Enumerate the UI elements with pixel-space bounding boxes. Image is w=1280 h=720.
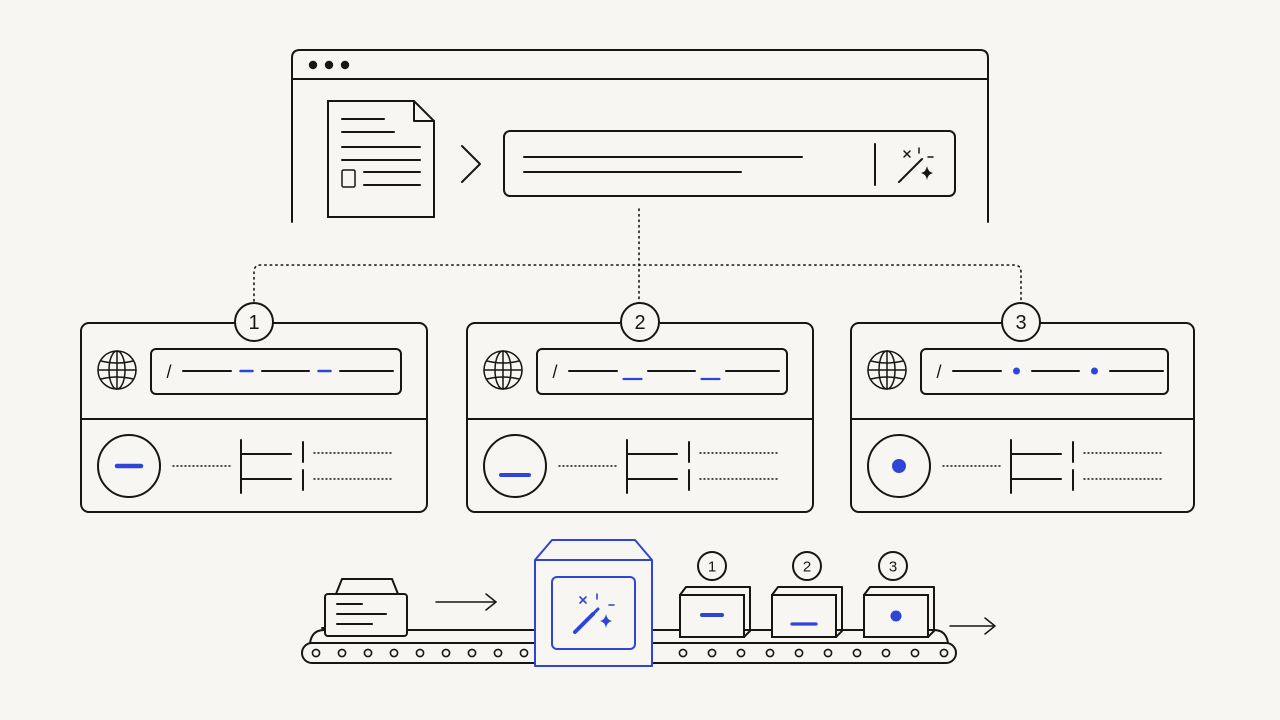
roller xyxy=(765,648,775,658)
output-boxes: 1 2 3 xyxy=(679,551,935,638)
document-tray-icon xyxy=(324,578,408,637)
magic-wand-icon[interactable] xyxy=(898,147,934,183)
step-badge: 2 xyxy=(620,302,660,342)
roller xyxy=(363,648,373,658)
output-badge-number: 2 xyxy=(803,559,811,576)
output-badge-number: 3 xyxy=(889,559,897,576)
globe-icon xyxy=(97,350,137,390)
branch-panel-3: /3 xyxy=(850,302,1195,513)
url-bar[interactable]: / xyxy=(150,348,402,395)
structure-tree xyxy=(1010,439,1165,494)
browser-frame xyxy=(291,49,989,223)
output-box-2: 2 xyxy=(771,551,843,638)
roller xyxy=(389,648,399,658)
output-box-1: 1 xyxy=(679,551,751,638)
output-badge-number: 1 xyxy=(708,559,716,576)
roller xyxy=(311,648,321,658)
belt-edge-left xyxy=(309,629,536,644)
roller xyxy=(910,648,920,658)
url-bar[interactable]: / xyxy=(920,348,1169,395)
browser-window xyxy=(291,49,989,223)
roller xyxy=(852,648,862,658)
roller xyxy=(493,648,503,658)
arrow-right-icon xyxy=(435,593,497,611)
roller xyxy=(794,648,804,658)
url-separator-dot xyxy=(1091,367,1098,375)
url-separator-dot xyxy=(1013,367,1020,375)
output-badge: 2 xyxy=(792,551,822,581)
box-depth xyxy=(771,586,843,638)
separator-symbol xyxy=(97,434,161,498)
globe-icon xyxy=(867,350,907,390)
step-badge-number: 2 xyxy=(634,312,645,334)
three-dots-icon xyxy=(308,60,350,70)
box-depth xyxy=(679,586,751,638)
separator-symbol xyxy=(867,434,931,498)
magic-machine xyxy=(534,539,653,667)
arrow-right-icon xyxy=(949,617,996,635)
output-box-3: 3 xyxy=(863,551,935,638)
branch-connectors xyxy=(253,208,1022,304)
url-slash: / xyxy=(166,362,171,382)
roller xyxy=(337,648,347,658)
roller xyxy=(519,648,529,658)
chevron-right-icon xyxy=(461,145,481,183)
roller xyxy=(823,648,833,658)
roller xyxy=(678,648,688,658)
step-badge: 3 xyxy=(1001,302,1041,342)
conveyor-pipeline: 1 2 3 xyxy=(301,539,996,667)
branch-panel-2: /2 xyxy=(466,302,814,513)
url-bar[interactable]: / xyxy=(536,348,788,395)
url-slash: / xyxy=(936,362,941,382)
prompt-input[interactable] xyxy=(503,130,956,197)
roller xyxy=(467,648,477,658)
roller xyxy=(939,648,949,658)
branch-panel-1: /1 xyxy=(80,302,428,513)
step-badge-number: 3 xyxy=(1015,312,1026,334)
branch-panels: /1/2/3 xyxy=(80,302,1195,513)
url-slash: / xyxy=(552,362,557,382)
separator-symbol xyxy=(483,434,547,498)
roller xyxy=(736,648,746,658)
step-badge-number: 1 xyxy=(248,312,259,334)
roller xyxy=(707,648,717,658)
structure-tree xyxy=(626,439,781,494)
document-icon xyxy=(327,100,435,218)
box-symbol xyxy=(890,610,902,622)
structure-tree xyxy=(240,439,395,494)
output-badge: 3 xyxy=(878,551,908,581)
roller xyxy=(441,648,451,658)
belt-rollers xyxy=(311,648,949,658)
box-depth xyxy=(863,586,935,638)
step-badge: 1 xyxy=(234,302,274,342)
magic-wand-icon xyxy=(573,593,615,634)
roller xyxy=(415,648,425,658)
roller xyxy=(881,648,891,658)
globe-icon xyxy=(483,350,523,390)
output-badge: 1 xyxy=(697,551,727,581)
box-front xyxy=(771,594,837,638)
